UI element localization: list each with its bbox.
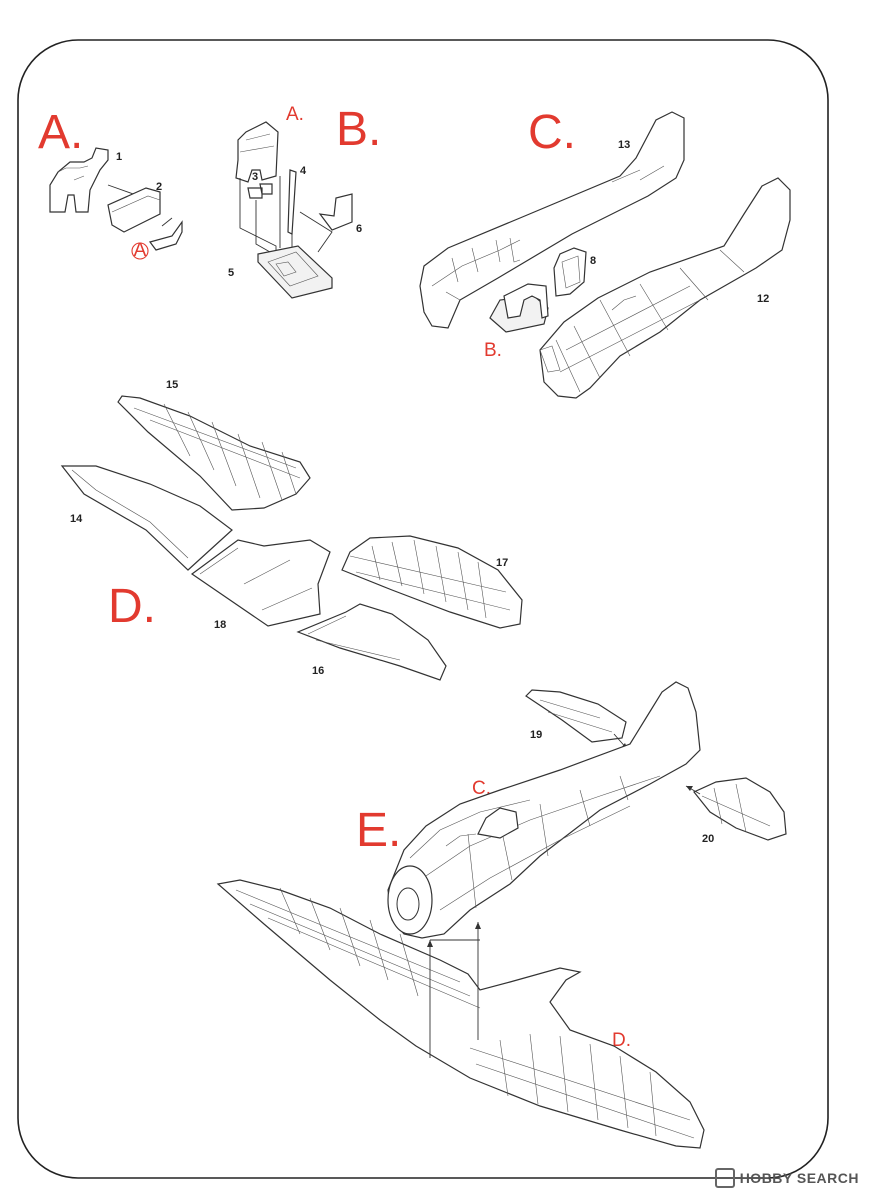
part-8-number: 8 [590,255,596,267]
step-b-assembly: A. B. 3 4 6 5 [228,103,381,299]
watermark: HOBBY SEARCH [714,1168,859,1188]
part-18-centre-section [190,539,331,627]
step-b-label: B. [336,103,381,156]
part-12-fuselage-right [539,177,791,399]
part-16-number: 16 [312,665,324,677]
part-3-bracket [247,183,273,199]
seat-from-step-a [235,121,279,183]
part-14-wing-lower-left [60,465,233,571]
page-frame [17,39,829,1179]
part-15-number: 15 [166,379,178,391]
step-d-label: D. [108,580,156,633]
part-2-seat [107,187,161,233]
part-3-number: 3 [252,171,258,183]
main-wing-assembled [216,879,705,1149]
part-19-number: 19 [530,729,542,741]
step-a-label: A. [38,106,83,159]
part-15-wing-upper-left [117,395,311,511]
step-c-ref-b: B. [484,340,502,361]
part-13-fuselage-left [419,111,685,329]
part-1-number: 1 [116,151,122,163]
circled-a-marker [131,242,149,260]
watermark-text: HOBBY SEARCH [739,1170,859,1186]
step-c-assembly: C. 13 8 B. 12 [419,106,791,399]
part-12-number: 12 [757,293,769,305]
part-4-control-stick [287,169,297,235]
step-a-assembly: A. 1 2 A [38,106,183,261]
watermark-logo-icon [714,1168,735,1188]
step-d-assembly: D. 15 14 18 17 16 [60,379,523,681]
part-17-number: 17 [496,557,508,569]
part-1-seat-frame [49,147,109,213]
part-4-number: 4 [300,165,307,177]
canopy [477,807,519,839]
part-14-number: 14 [70,513,83,525]
step-b-ref-a: A. [286,104,304,125]
part-8-bulkhead [553,247,587,297]
part-6-panel [318,193,353,231]
part-17-wing-upper-right [341,535,523,629]
part-belt-detail [148,220,183,251]
step-c-label: C. [528,106,576,159]
part-20-tailplane-right [693,777,787,841]
part-13-number: 13 [618,139,630,151]
part-2-number: 2 [156,181,162,193]
part-5-floor [257,245,333,299]
part-16-wing-lower-right [296,603,447,681]
part-18-number: 18 [214,619,226,631]
step-e-ref-d: D. [612,1030,631,1051]
fuselage-assembled [387,681,701,939]
part-20-number: 20 [702,833,714,845]
circled-a-label: A [134,240,147,261]
step-e-ref-c: C. [472,778,491,799]
part-5-number: 5 [228,267,234,279]
step-e-label: E. [356,804,401,857]
part-6-number: 6 [356,223,362,235]
step-e-assembly: E. C. D. 19 20 [216,681,787,1149]
